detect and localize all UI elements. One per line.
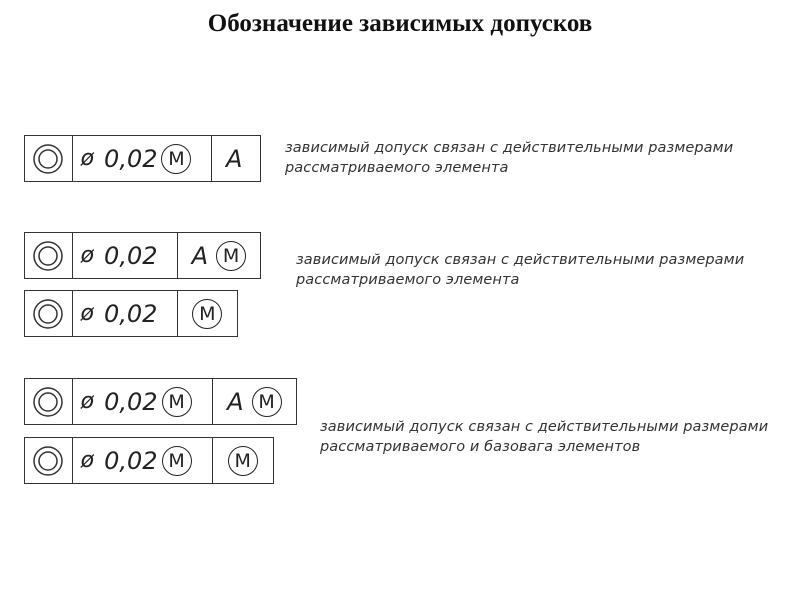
datum-cell: A M [213,379,296,424]
datum-letter: A [226,144,243,173]
position-tolerance-icon [33,240,64,271]
diameter-symbol: ø [80,389,95,414]
tolerance-frame-1: ø 0,02 M A [24,135,261,182]
position-tolerance-icon [33,386,64,417]
max-material-modifier: M [161,386,192,417]
datum-max-material-modifier: M [227,445,258,476]
tolerance-value: 0,02 [104,241,158,270]
tolerance-value-cell: ø 0,02 M [73,379,213,424]
datum-cell: M [213,438,273,483]
diameter-symbol: ø [80,146,95,171]
position-tolerance-icon [33,143,64,174]
tolerance-frame-5: ø 0,02 M M [24,437,274,484]
datum-cell: A [212,136,260,181]
note-1: зависимый допуск связан с действительным… [285,138,733,178]
note-line: зависимый допуск связан с действительным… [320,419,769,435]
tolerance-value: 0,02 [104,299,158,328]
note-line: рассматриваемого элемента [296,272,520,288]
datum-letter: A [191,241,209,270]
max-material-modifier: M [216,240,247,271]
datum-letter: A [227,387,244,416]
datum-cell: M [178,291,237,336]
datum-max-material-modifier: M [251,386,282,417]
note-line: рассматриваемого и базовага элементов [320,439,641,455]
max-material-modifier: M [192,298,223,329]
max-material-modifier: M [161,143,192,174]
tolerance-value-cell: ø 0,02 M [73,136,213,181]
tolerance-value-cell: ø 0,02 [73,233,178,278]
tolerance-frame-2: ø 0,02 A M [24,232,261,279]
note-2: зависимый допуск связан с действительным… [296,250,744,290]
note-line: рассматриваемого элемента [285,160,509,176]
tolerance-value-cell: ø 0,02 M [73,438,213,483]
position-tolerance-icon [33,298,64,329]
note-3: зависимый допуск связан с действительным… [320,417,768,457]
max-material-modifier: M [161,445,192,476]
tolerance-value-cell: ø 0,02 [73,291,178,336]
symbol-cell [25,136,73,181]
diameter-symbol: ø [80,448,95,473]
symbol-cell [25,291,73,336]
tolerance-value: 0,02 [104,144,158,173]
tolerance-value: 0,02 [104,446,158,475]
note-line: зависимый допуск связан с действительным… [296,252,745,268]
page-title: Обозначение зависимых допусков [207,10,593,37]
diameter-symbol: ø [80,301,95,326]
symbol-cell [25,438,73,483]
tolerance-frame-3: ø 0,02 M [24,290,238,337]
symbol-cell [25,379,73,424]
tolerance-frame-4: ø 0,02 M A M [24,378,297,425]
note-line: зависимый допуск связан с действительным… [285,140,734,156]
datum-cell: A M [178,233,260,278]
diameter-symbol: ø [80,243,95,268]
tolerance-value: 0,02 [104,387,158,416]
position-tolerance-icon [33,445,64,476]
symbol-cell [25,233,73,278]
